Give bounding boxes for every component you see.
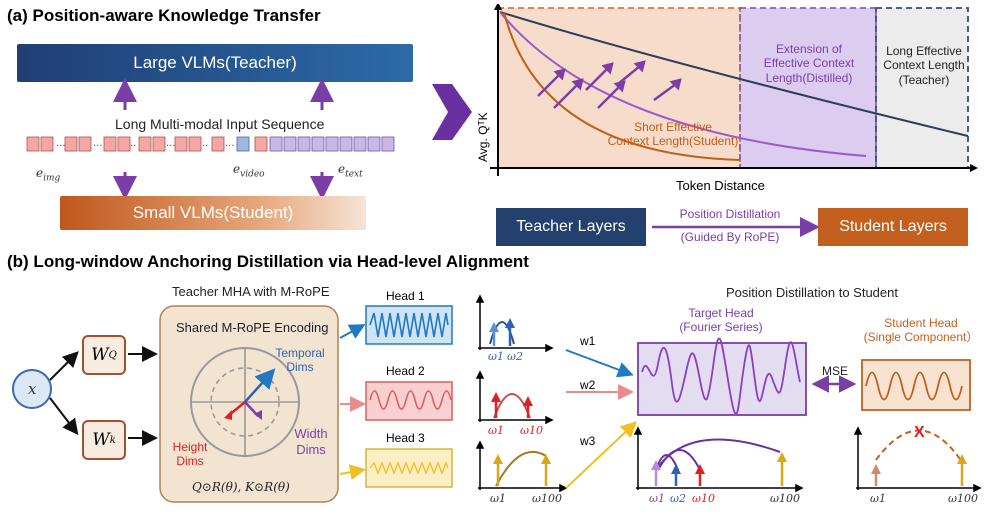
- head3-freq1: ω1: [490, 492, 506, 505]
- rope-formula: Q⊙R(θ), K⊙R(θ): [192, 480, 290, 494]
- target-freq-1: ω1: [649, 492, 665, 505]
- head2-freq2: ω10: [520, 424, 543, 437]
- head1-label: Head 1: [386, 289, 425, 303]
- student-freq-1: ω1: [870, 492, 886, 505]
- student-bar-label: Small VLMs(Student): [132, 203, 294, 222]
- short-context-label: Short Effective Context Length(Student): [607, 120, 739, 149]
- chart-x-axis-label: Token Distance: [676, 178, 765, 193]
- guided-by-rope-label: (Guided By RoPE): [680, 230, 780, 244]
- section-a-title: (a) Position-aware Knowledge Transfer: [7, 6, 321, 25]
- head2-label: Head 2: [386, 364, 425, 378]
- head3-label: Head 3: [386, 431, 425, 445]
- sequence-label: Long Multi-modal Input Sequence: [115, 116, 325, 132]
- svg-text:···: ···: [56, 141, 66, 152]
- distill-to-student-title: Position Distillation to Student: [726, 285, 898, 300]
- extension-context-label: Extension of Effective Context Length(Di…: [763, 42, 855, 85]
- distilled-curve: [499, 11, 867, 157]
- long-context-label: Long Effective Context Length (Teacher): [883, 44, 965, 87]
- shared-encoding-title: Shared M-RoPE Encoding: [176, 320, 329, 335]
- width-dims-label: Width Dims: [294, 426, 328, 457]
- temporal-dims-label: Temporal Dims: [275, 346, 325, 375]
- large-vlm-teacher-bar: Large VLMs(Teacher): [17, 44, 413, 82]
- weight-w1: w1: [580, 334, 596, 348]
- position-distillation-label: Position Distillation: [679, 207, 781, 221]
- cross-mark: X: [914, 424, 925, 441]
- teacher-layers-box: Teacher Layers: [496, 208, 646, 246]
- attention-decay-chart: [490, 4, 978, 176]
- input-x-label: x: [28, 380, 37, 398]
- token-img-label: eimg: [36, 166, 61, 184]
- head3-freq2: ω100: [532, 492, 562, 505]
- student-freq-100: ω100: [948, 492, 978, 505]
- weight-w2: w2: [580, 378, 596, 392]
- teacher-mha-panel: [159, 305, 339, 503]
- token-video-label: evideo: [233, 162, 265, 180]
- student-head-label: Student Head (Single Component）: [863, 316, 979, 345]
- big-transfer-arrow: [432, 84, 472, 140]
- head1-freq2: ω2: [507, 350, 523, 363]
- svg-text:··: ··: [202, 141, 208, 152]
- section-b-title: (b) Long-window Anchoring Distillation v…: [7, 252, 529, 271]
- target-freq-2: ω2: [670, 492, 686, 505]
- head1-freq1: ω1: [488, 350, 504, 363]
- teacher-layers-label: Teacher Layers: [516, 218, 626, 235]
- weight-w3: w3: [580, 434, 596, 448]
- mse-label: MSE: [822, 364, 849, 378]
- head2-freq1: ω1: [488, 424, 504, 437]
- target-freq-10: ω10: [692, 492, 715, 505]
- student-curve: [503, 11, 741, 161]
- student-layers-box: Student Layers: [818, 208, 968, 246]
- input-x-node: [12, 369, 52, 409]
- teacher-curve: [499, 11, 969, 137]
- distilled-region: [740, 8, 876, 168]
- target-freq-100: ω100: [770, 492, 800, 505]
- target-head-label: Target Head (Fourier Series): [679, 306, 763, 335]
- small-vlm-student-bar: Small VLMs(Student): [60, 196, 366, 230]
- teacher-region: [876, 8, 968, 168]
- teacher-bar-label: Large VLMs(Teacher): [133, 53, 297, 72]
- svg-text:···: ···: [93, 141, 103, 152]
- token-text-label: etext: [338, 162, 363, 180]
- mha-title: Teacher MHA with M-RoPE: [172, 284, 330, 299]
- svg-text:···: ···: [225, 141, 235, 152]
- svg-text:··: ··: [130, 141, 136, 152]
- height-dims-label: Height Dims: [172, 440, 208, 469]
- token-sequence: ········ ········: [26, 136, 395, 152]
- svg-text:···: ···: [166, 141, 176, 152]
- student-layers-label: Student Layers: [839, 218, 947, 235]
